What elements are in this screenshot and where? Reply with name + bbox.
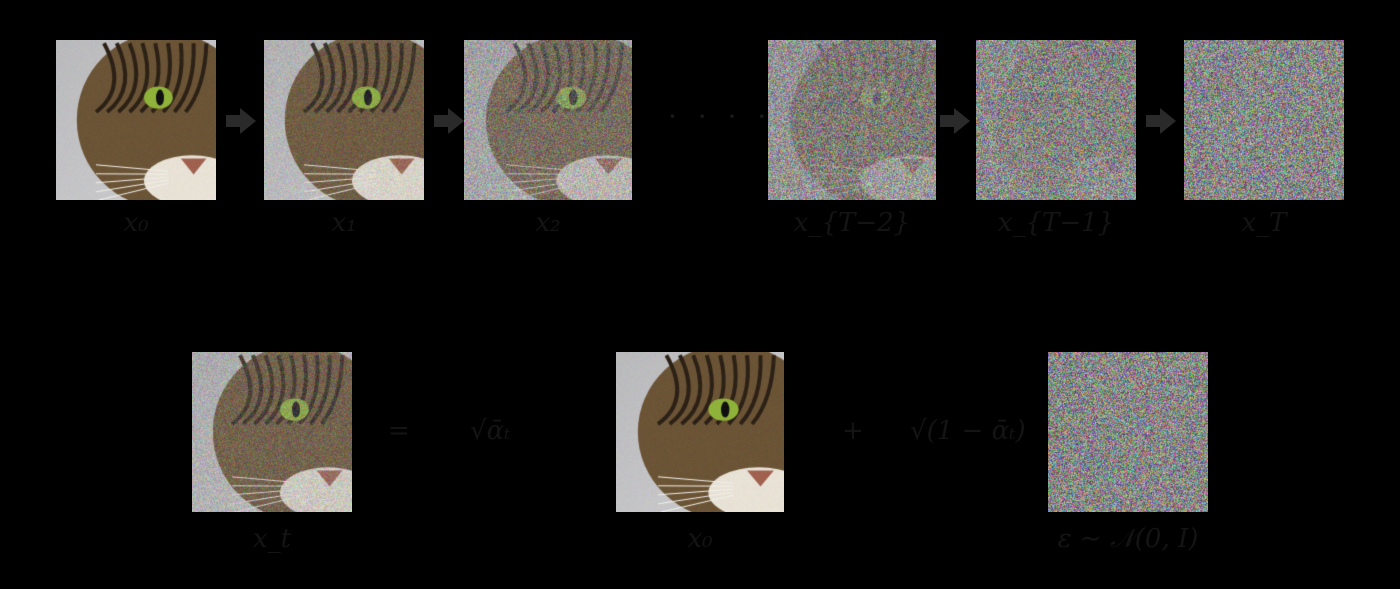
label-noise-distribution: ε ∼ 𝒩(0, I)	[1057, 524, 1199, 554]
image-x1	[264, 40, 424, 200]
image-gaussian-noise	[1048, 352, 1208, 512]
label-x0: x₀	[123, 208, 149, 238]
coefficient-sqrt-one-minus-alpha-bar: √(1 − ᾱₜ)	[910, 416, 1026, 446]
image-x2	[464, 40, 632, 200]
label-xt: x_t	[252, 524, 292, 554]
image-x0	[56, 40, 216, 200]
label-x0-clean: x₀	[687, 524, 713, 554]
plus-sign: +	[842, 416, 864, 446]
image-xT-1	[976, 40, 1136, 200]
arrow-right-icon	[1144, 106, 1178, 136]
label-x1: x₁	[331, 208, 357, 238]
image-xT-2	[768, 40, 936, 200]
label-xT-1: x_{T−1}	[997, 208, 1115, 238]
ellipsis: · · · ·	[668, 100, 773, 133]
label-xT: x_T	[1241, 208, 1287, 238]
label-xT-2: x_{T−2}	[793, 208, 911, 238]
arrow-right-icon	[224, 106, 258, 136]
image-x0-clean	[616, 352, 784, 512]
image-xT	[1184, 40, 1344, 200]
arrow-right-icon	[432, 106, 466, 136]
equals-sign: =	[388, 416, 410, 446]
image-xt	[192, 352, 352, 512]
arrow-right-icon	[938, 106, 972, 136]
label-x2: x₂	[535, 208, 561, 238]
coefficient-sqrt-alpha-bar: √ᾱₜ	[470, 416, 511, 446]
